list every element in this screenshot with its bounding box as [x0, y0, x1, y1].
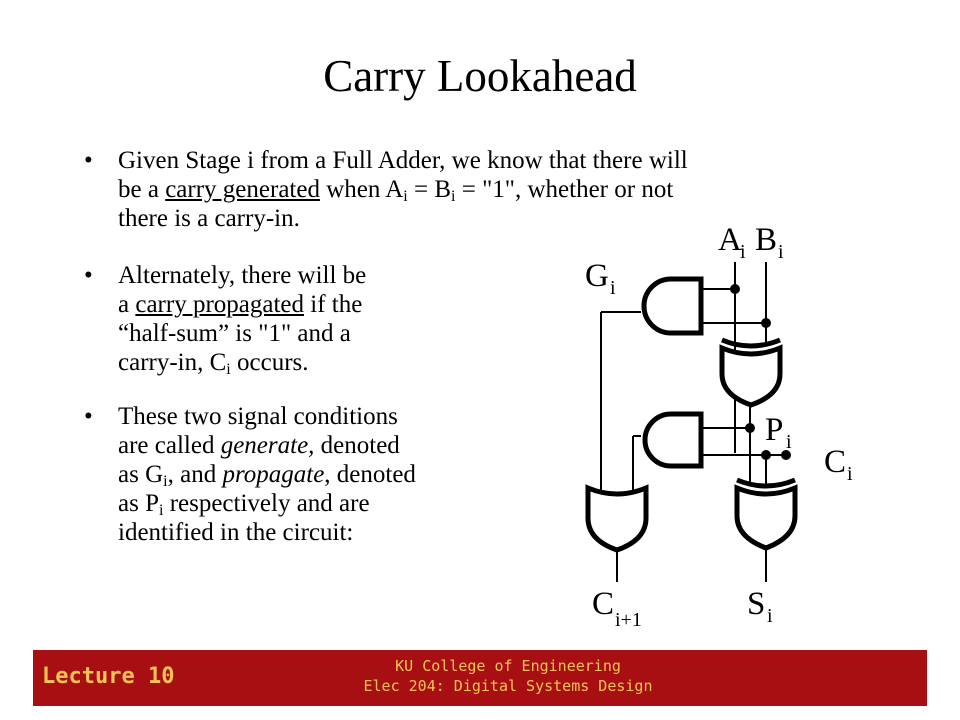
label-carry-out: C	[592, 586, 614, 622]
bullet-3-text: , denoted	[324, 461, 416, 488]
bullet-3-text: respectively and are	[163, 490, 370, 517]
slide-title: Carry Lookahead	[323, 51, 637, 101]
course-info: KU College of Engineering Elec 204: Digi…	[283, 656, 733, 696]
bullet-3-text: as P	[118, 490, 159, 517]
label-c-sub: i	[847, 463, 853, 485]
label-g-sub: i	[610, 277, 616, 299]
bullet-2-text: a	[118, 291, 136, 318]
label-a-sub: i	[740, 241, 746, 263]
label-s-sub: i	[767, 605, 773, 627]
generate-term: generate,	[220, 432, 315, 459]
bullet-1-text: = B	[407, 176, 452, 203]
bullet-2-text: if the	[304, 291, 363, 318]
subscript: i	[451, 188, 456, 205]
footer-bar: Lecture 10 KU College of Engineering Ele…	[33, 650, 927, 706]
junction-dots	[730, 284, 791, 460]
bullet-2-line-1: Alternately, there will be	[118, 262, 367, 289]
bullet-3-line-1: These two signal conditions	[118, 403, 398, 430]
bullet-3-text: are called	[118, 432, 221, 459]
bullet-2: • Alternately, there will be a carry pro…	[84, 261, 478, 378]
bullet-marker: •	[84, 262, 93, 289]
bullet-2-line-3: “half-sum” is "1" and a	[118, 320, 351, 347]
bullet-2-text: occurs.	[230, 349, 309, 376]
label-p-sub: i	[786, 431, 792, 453]
course-name: Elec 204: Digital Systems Design	[363, 677, 653, 695]
subscript: i	[226, 361, 231, 378]
or-gate-carry-out	[585, 484, 649, 553]
and-gate-generate	[641, 276, 704, 336]
bullet-3-text: as G	[118, 461, 164, 488]
bullet-3-line-5: identified in the circuit:	[118, 519, 354, 546]
carry-generated-term: carry generated	[165, 176, 320, 203]
lecture-number: Lecture 10	[42, 664, 175, 689]
bullet-3-text: denoted	[314, 432, 400, 459]
bullet-1-text: be a	[118, 176, 166, 203]
label-s: S	[747, 586, 765, 622]
xor-gate-propagate	[719, 337, 783, 408]
subscript: i	[163, 473, 168, 490]
carry-propagated-term: carry propagated	[135, 291, 305, 318]
bullet-1-text: = "1", whether or not	[455, 176, 674, 203]
bullet-1-line-3: there is a carry-in.	[118, 205, 300, 232]
label-a: A	[718, 222, 742, 258]
label-b: B	[755, 222, 777, 258]
xor-gate-sum	[734, 477, 798, 551]
label-b-sub: i	[778, 241, 784, 263]
and-gate-carry	[642, 411, 704, 469]
subscript: i	[403, 188, 408, 205]
college-name: KU College of Engineering	[395, 657, 621, 675]
subscript: i	[158, 502, 164, 519]
bullet-3: • These two signal conditions are called…	[84, 402, 518, 547]
bullet-2-text: carry-in, C	[118, 349, 227, 376]
label-carry-out-sub: i+1	[615, 609, 642, 631]
label-p: P	[765, 412, 783, 448]
bullet-1-line-1: Given Stage i from a Full Adder, we know…	[118, 147, 688, 174]
bullet-marker: •	[84, 403, 93, 430]
bullet-1-text: when A	[319, 176, 404, 203]
propagate-term: propagate	[222, 461, 325, 488]
bullet-3-text: , and	[167, 461, 223, 488]
label-g: G	[585, 258, 609, 294]
bullet-1: • Given Stage i from a Full Adder, we kn…	[84, 146, 878, 233]
label-c: C	[824, 444, 846, 480]
bullet-marker: •	[84, 147, 93, 174]
